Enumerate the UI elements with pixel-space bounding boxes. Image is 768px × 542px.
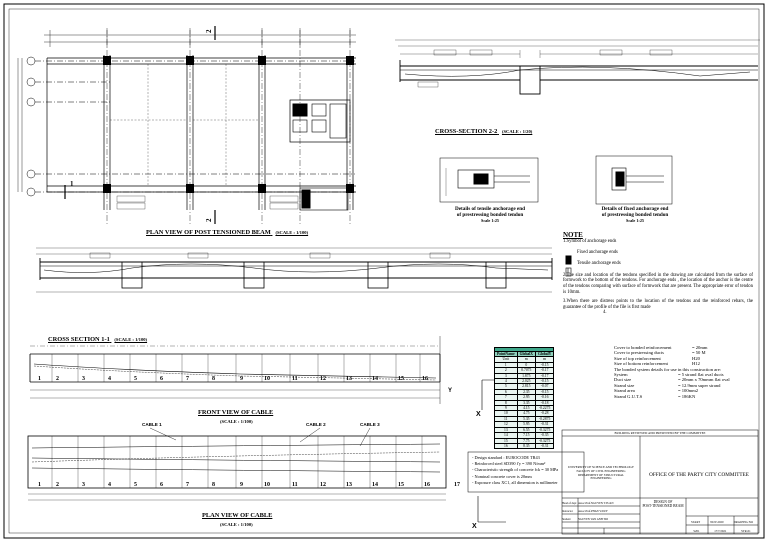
- svg-text:3: 3: [82, 482, 85, 488]
- svg-text:12: 12: [320, 482, 326, 488]
- svg-text:3: 3: [82, 376, 85, 382]
- note-symbols: [565, 255, 572, 277]
- note-2: 2.The size and location of the tendons s…: [563, 272, 753, 295]
- svg-text:15: 15: [398, 376, 404, 382]
- cross-section-2-2: [395, 39, 760, 95]
- front-view-cable: [29, 336, 441, 404]
- svg-text:1: 1: [38, 376, 41, 382]
- x-axis-label: X: [476, 411, 481, 418]
- title-plan-cable: PLAN VIEW OF CABLE: [202, 512, 273, 519]
- notes-heading: NOTE: [563, 231, 583, 239]
- title-front-cable: FRONT VIEW OF CABLE: [198, 409, 274, 416]
- svg-text:14: 14: [372, 376, 378, 382]
- svg-text:4: 4: [108, 482, 111, 488]
- svg-text:6: 6: [160, 376, 163, 382]
- title-cross-1-1: CROSS SECTION 1-1 (SCALE : 1/100): [48, 336, 148, 343]
- title-block-drawing: DESIGN OF POST-TENSIONED BEAM: [642, 500, 684, 509]
- svg-text:15: 15: [398, 482, 404, 488]
- notes-block: NOTE 1.Symbol of anchorage ends Fixed an…: [563, 231, 753, 316]
- note-1: 1.Symbol of anchorage ends: [563, 239, 617, 244]
- title-front-cable-scale: (SCALE : 1/100): [220, 419, 253, 424]
- svg-text:11: 11: [292, 376, 298, 382]
- detail-tensile-anchor: [439, 157, 539, 203]
- svg-text:7: 7: [186, 482, 189, 488]
- svg-text:6: 6: [160, 482, 163, 488]
- caption-fixed-anchor: Details of fixed anchorage end of prestr…: [601, 206, 669, 223]
- y-axis-label-front: Y: [448, 388, 452, 394]
- svg-text:5: 5: [134, 482, 137, 488]
- svg-text:8: 8: [212, 482, 215, 488]
- svg-text:16: 16: [422, 376, 428, 382]
- title-block-university: UNIVERSITY OF SCIENCE AND TECHNOLOGY FAC…: [568, 465, 634, 481]
- detail-fixed-anchor: [595, 155, 673, 205]
- svg-text:2: 2: [56, 482, 59, 488]
- design-box: [467, 451, 585, 493]
- svg-text:10: 10: [264, 482, 270, 488]
- svg-text:17: 17: [454, 482, 460, 488]
- svg-text:13: 13: [346, 376, 352, 382]
- svg-text:10: 10: [264, 376, 270, 382]
- x-axis-label-plan: X: [472, 523, 477, 530]
- section-mark-1: 1: [70, 180, 74, 188]
- note-3: 3.When there are distress points to the …: [563, 299, 753, 310]
- svg-text:4: 4: [108, 376, 111, 382]
- caption-tensile-anchor: Details of tensile anchorage end of pres…: [454, 206, 526, 223]
- title-plan-cable-scale: (SCALE : 1/100): [220, 522, 253, 527]
- title-cross-2-2: CROSS-SECTION 2-2 (SCALE : 1/20): [435, 128, 533, 135]
- title-block-header: BUILDING REVIEWED AND PRESENTED BY THE C…: [614, 431, 706, 435]
- svg-text:14: 14: [372, 482, 378, 488]
- cable-label-3: CABLE 3: [360, 422, 380, 427]
- specs-block: Cover to bonded reinforcement= 20mm Cove…: [614, 345, 730, 399]
- svg-text:8: 8: [212, 376, 215, 382]
- note-tensile: Tensile anchorage ends: [577, 261, 621, 267]
- section-mark-2-top: 2: [205, 29, 213, 33]
- outer-frame: [3, 3, 765, 539]
- svg-text:5: 5: [134, 376, 137, 382]
- note-fixed: Fixed anchorage ends: [577, 249, 618, 255]
- design-notes: - Design standard : EUROCODE TR43 - Rein…: [472, 455, 559, 485]
- svg-text:7: 7: [186, 376, 189, 382]
- title-plan-beam: PLAN VIEW OF POST TENSIONED BEAM (SCALE …: [146, 229, 309, 236]
- svg-text:9: 9: [240, 482, 243, 488]
- title-block-office: OFFICE OF THE PARTY CITY COMMITTEE: [649, 472, 749, 478]
- cable-label-1: CABLE 1: [142, 422, 162, 427]
- title-cross-2-2-scale: (SCALE : 1/20): [501, 129, 533, 134]
- title-cross-1-1-scale: (SCALE : 1/100): [114, 337, 148, 342]
- title-block-frame: [561, 429, 759, 535]
- svg-text:1: 1: [38, 482, 41, 488]
- svg-text:11: 11: [292, 482, 298, 488]
- plan-view-cable: [27, 427, 447, 501]
- title-plan-beam-scale: (SCALE : 1/100): [275, 230, 309, 235]
- svg-text:2: 2: [56, 376, 59, 382]
- cable-label-2: CABLE 2: [306, 422, 326, 427]
- plan-view-beam: [17, 26, 356, 225]
- section-mark-2-bottom: 2: [205, 218, 213, 222]
- cross-section-1-1: [36, 247, 553, 293]
- svg-text:13: 13: [346, 482, 352, 488]
- svg-text:12: 12: [320, 376, 326, 382]
- svg-text:16: 16: [424, 482, 430, 488]
- svg-text:9: 9: [240, 376, 243, 382]
- note-4: 4.: [603, 310, 607, 316]
- inner-frame: [8, 8, 760, 534]
